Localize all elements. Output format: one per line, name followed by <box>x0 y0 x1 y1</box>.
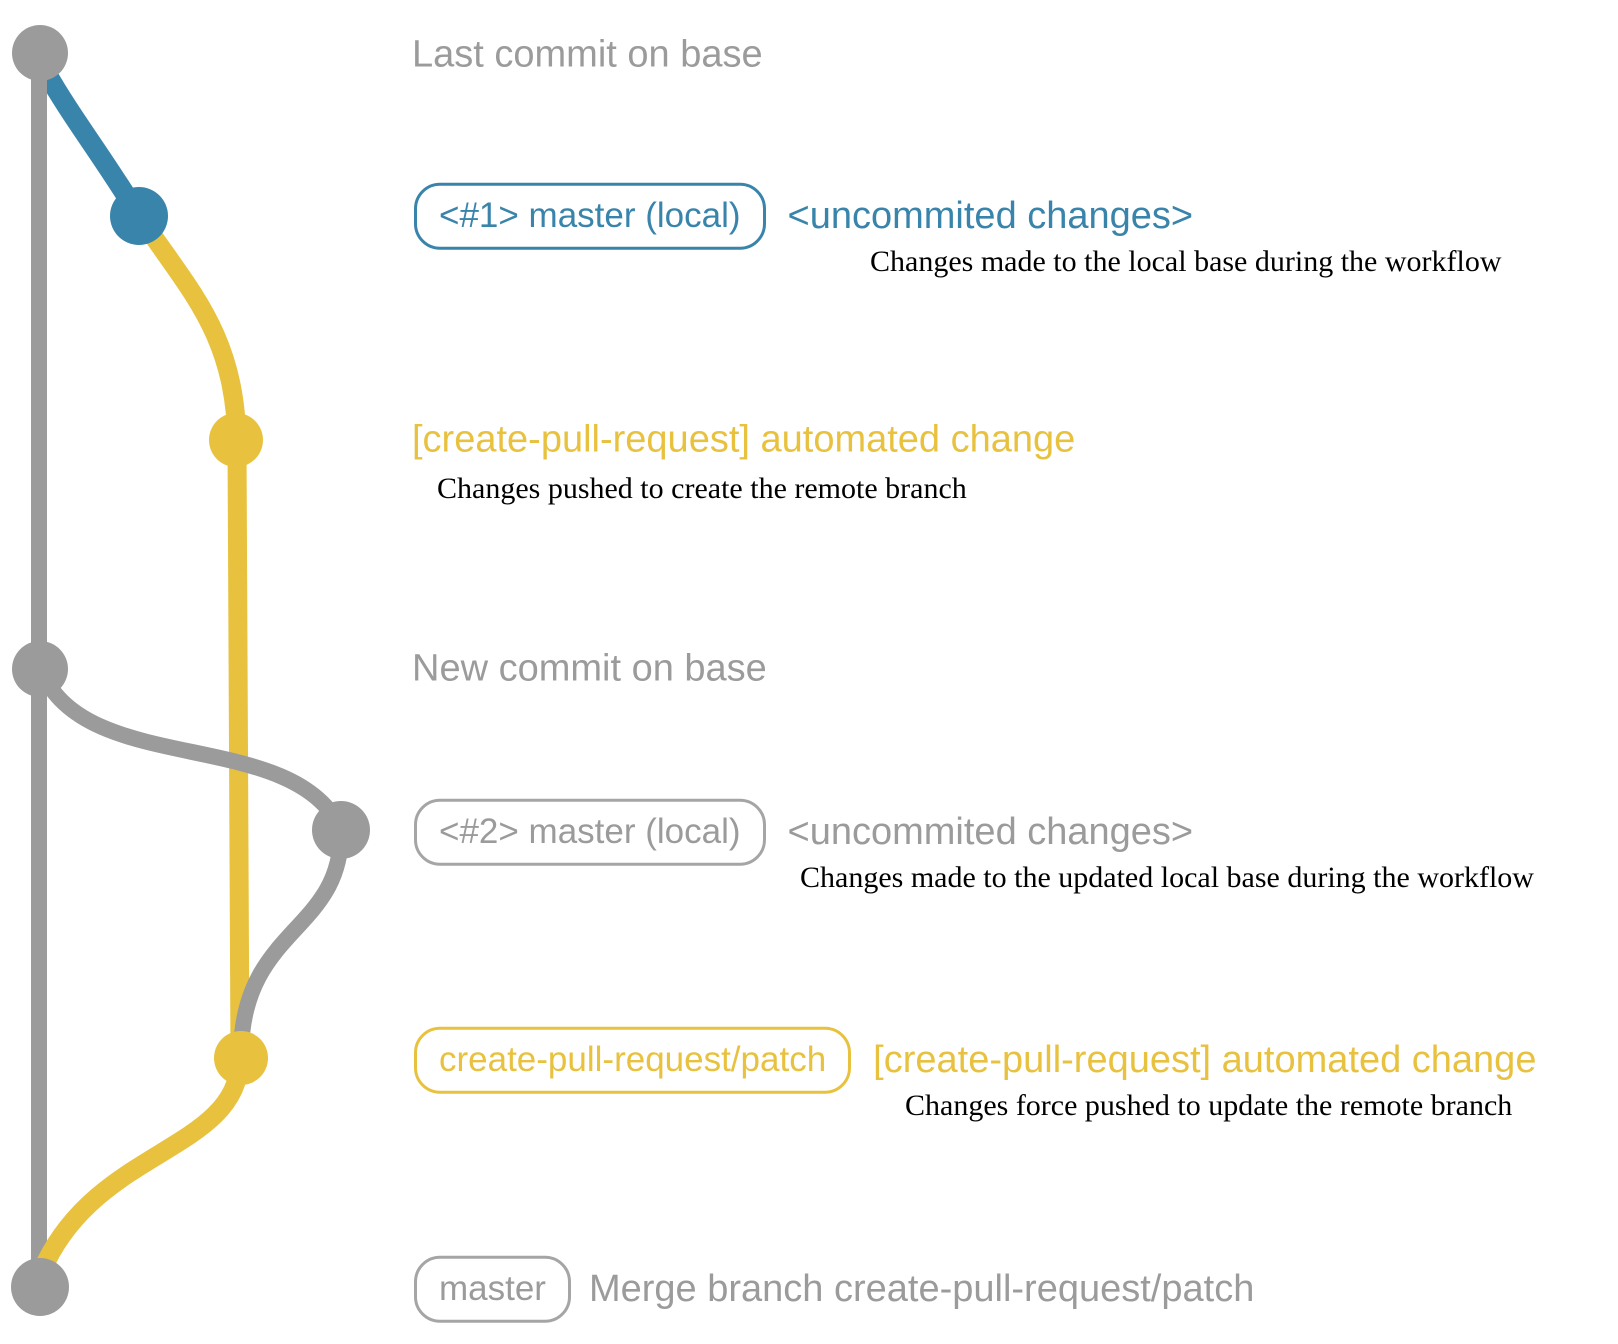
branch-tag-master: master <box>414 1255 571 1323</box>
branch-tag-patch: create-pull-request/patch <box>414 1026 852 1094</box>
commit-description-automated-1: Changes pushed to create the remote bran… <box>437 472 967 505</box>
commit-description-uncommitted-2: Changes made to the updated local base d… <box>800 861 1534 894</box>
local2-to-patch-edge <box>233 825 349 1060</box>
commit-row-patch-2: create-pull-request/patch [create-pull-r… <box>414 1026 1537 1094</box>
commit-node-patch-2 <box>214 1031 268 1085</box>
commit-message-uncommitted-1: <uncommited changes> <box>787 194 1194 237</box>
commit-node-last-base <box>12 25 68 81</box>
base-to-local2-edge <box>34 664 349 837</box>
commit-node-local-1 <box>110 187 168 245</box>
commit-row-merge: master Merge branch create-pull-request/… <box>414 1255 1255 1323</box>
branch-tag-master-local-1: <#1> master (local) <box>414 182 766 250</box>
patch-merge-edge <box>36 1050 250 1272</box>
commit-graph <box>11 25 370 1316</box>
commit-row-local-1: <#1> master (local) <uncommited changes> <box>414 182 1194 250</box>
commit-description-automated-2: Changes force pushed to update the remot… <box>905 1089 1513 1122</box>
commit-message-merge: Merge branch create-pull-request/patch <box>588 1267 1255 1310</box>
heading-new-commit-on-base: New commit on base <box>412 647 767 690</box>
commit-row-patch-1: [create-pull-request] automated change <box>412 419 1075 462</box>
commit-message-uncommitted-2: <uncommited changes> <box>787 810 1194 853</box>
commit-message-automated-2: [create-pull-request] automated change <box>873 1038 1537 1081</box>
commit-node-new-base <box>12 641 68 697</box>
patch-branch-line <box>130 207 250 1068</box>
commit-node-merge <box>11 1258 69 1316</box>
commit-node-patch-1 <box>209 413 263 467</box>
commit-node-local-2 <box>312 801 370 859</box>
branch-tag-master-local-2: <#2> master (local) <box>414 798 766 866</box>
commit-description-uncommitted-1: Changes made to the local base during th… <box>870 245 1502 278</box>
heading-last-commit-on-base: Last commit on base <box>412 33 763 76</box>
commit-message-automated-1: [create-pull-request] automated change <box>412 418 1076 461</box>
commit-row-local-2: <#2> master (local) <uncommited changes> <box>414 798 1194 866</box>
